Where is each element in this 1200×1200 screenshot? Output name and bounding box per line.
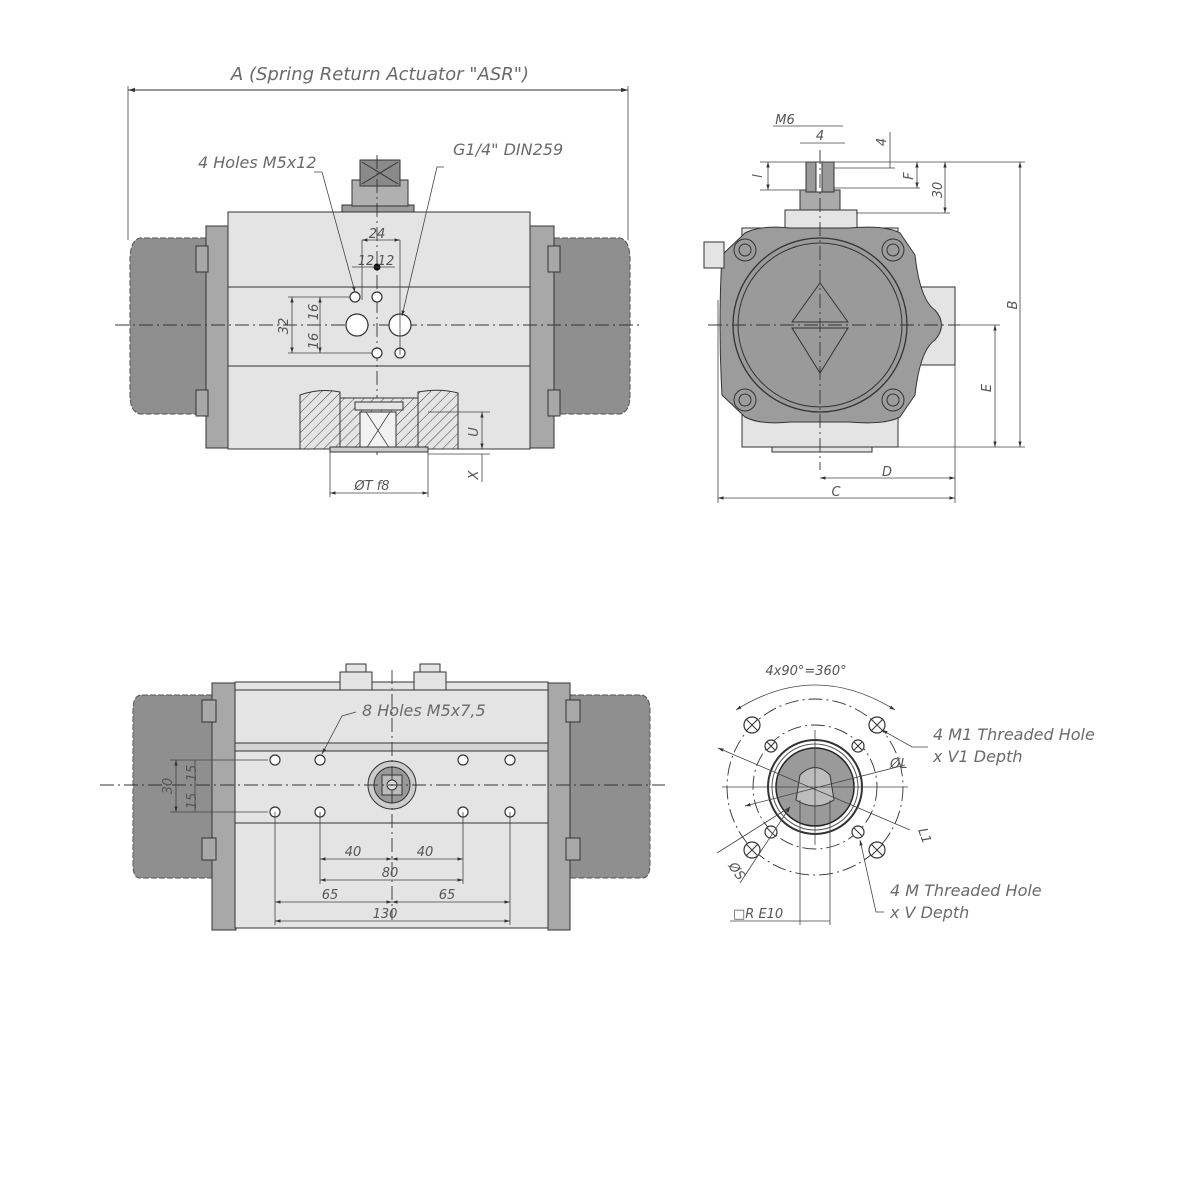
dim-65-left: 65 — [322, 888, 339, 903]
dim-12-left: 12 — [358, 254, 375, 269]
right-end-cap — [553, 237, 631, 415]
dim-130: 130 — [373, 907, 398, 922]
side-view: M6 4 l 4 F 30 B E D C — [703, 113, 1025, 503]
dim-t-f8: ØT f8 — [353, 479, 389, 494]
dim-30: 30 — [161, 778, 176, 795]
dim-r-e10: □R E10 — [733, 907, 783, 922]
dim-40-left: 40 — [345, 845, 362, 860]
mounting-hole — [349, 291, 361, 303]
dim-24: 24 — [369, 227, 386, 242]
dim-m6: M6 — [775, 113, 795, 128]
m-threaded-hole-label: 4 M Threaded Hole — [890, 881, 1042, 900]
nut — [339, 671, 373, 691]
dim-40-right: 40 — [417, 845, 434, 860]
port-g14-label: G1/4" DIN259 — [453, 140, 563, 159]
dim-15-bottom: 15 — [185, 793, 200, 810]
bolt — [703, 241, 725, 269]
holes-m5x12-label: 4 Holes M5x12 — [198, 153, 317, 172]
dim-65-right: 65 — [439, 888, 456, 903]
dim-e: E — [980, 383, 995, 392]
dim-32: 32 — [277, 318, 292, 335]
dim-b: B — [1006, 300, 1021, 309]
v-depth-label: x V Depth — [889, 903, 969, 922]
dim-16-top: 16 — [307, 304, 322, 321]
dim-s: ØS — [724, 859, 747, 884]
left-end-cap — [129, 237, 207, 415]
v1-depth-label: x V1 Depth — [932, 747, 1023, 766]
dim-f: F — [902, 172, 917, 180]
dim-15-top: 15 — [185, 765, 200, 782]
dim-l: l — [751, 174, 766, 178]
dim-d: D — [882, 465, 892, 480]
dim-u: U — [467, 427, 482, 437]
front-view: A (Spring Return Actuator "ASR") — [115, 64, 642, 497]
angle-label: 4x90°=360° — [765, 664, 846, 679]
dim-c: C — [831, 485, 841, 500]
left-flange — [205, 225, 231, 449]
dim-l1: L1 — [914, 826, 933, 846]
air-port-left — [345, 313, 369, 337]
holes-m5x7-5-label: 8 Holes M5x7,5 — [362, 701, 486, 720]
dim-30: 30 — [931, 182, 946, 199]
flange-holes — [743, 716, 886, 859]
dim-l: ØL — [889, 757, 907, 772]
dim-16-bottom: 16 — [307, 333, 322, 350]
dim-x: X — [467, 469, 482, 480]
dim-80: 80 — [382, 866, 399, 881]
dim-4-depth: 4 — [875, 138, 890, 146]
dim-a-label: A (Spring Return Actuator "ASR") — [230, 64, 529, 85]
flange-view: 4x90°=360° L1 ØL ØS □R E10 4 M1 Threaded… — [716, 664, 1095, 925]
dim-12-right: 12 — [378, 254, 395, 269]
bottom-view: 8 Holes M5x7,5 30 15 15 40 40 80 65 65 1… — [100, 663, 665, 931]
dim-4-width: 4 — [816, 129, 824, 144]
m1-threaded-hole-label: 4 M1 Threaded Hole — [933, 725, 1095, 744]
